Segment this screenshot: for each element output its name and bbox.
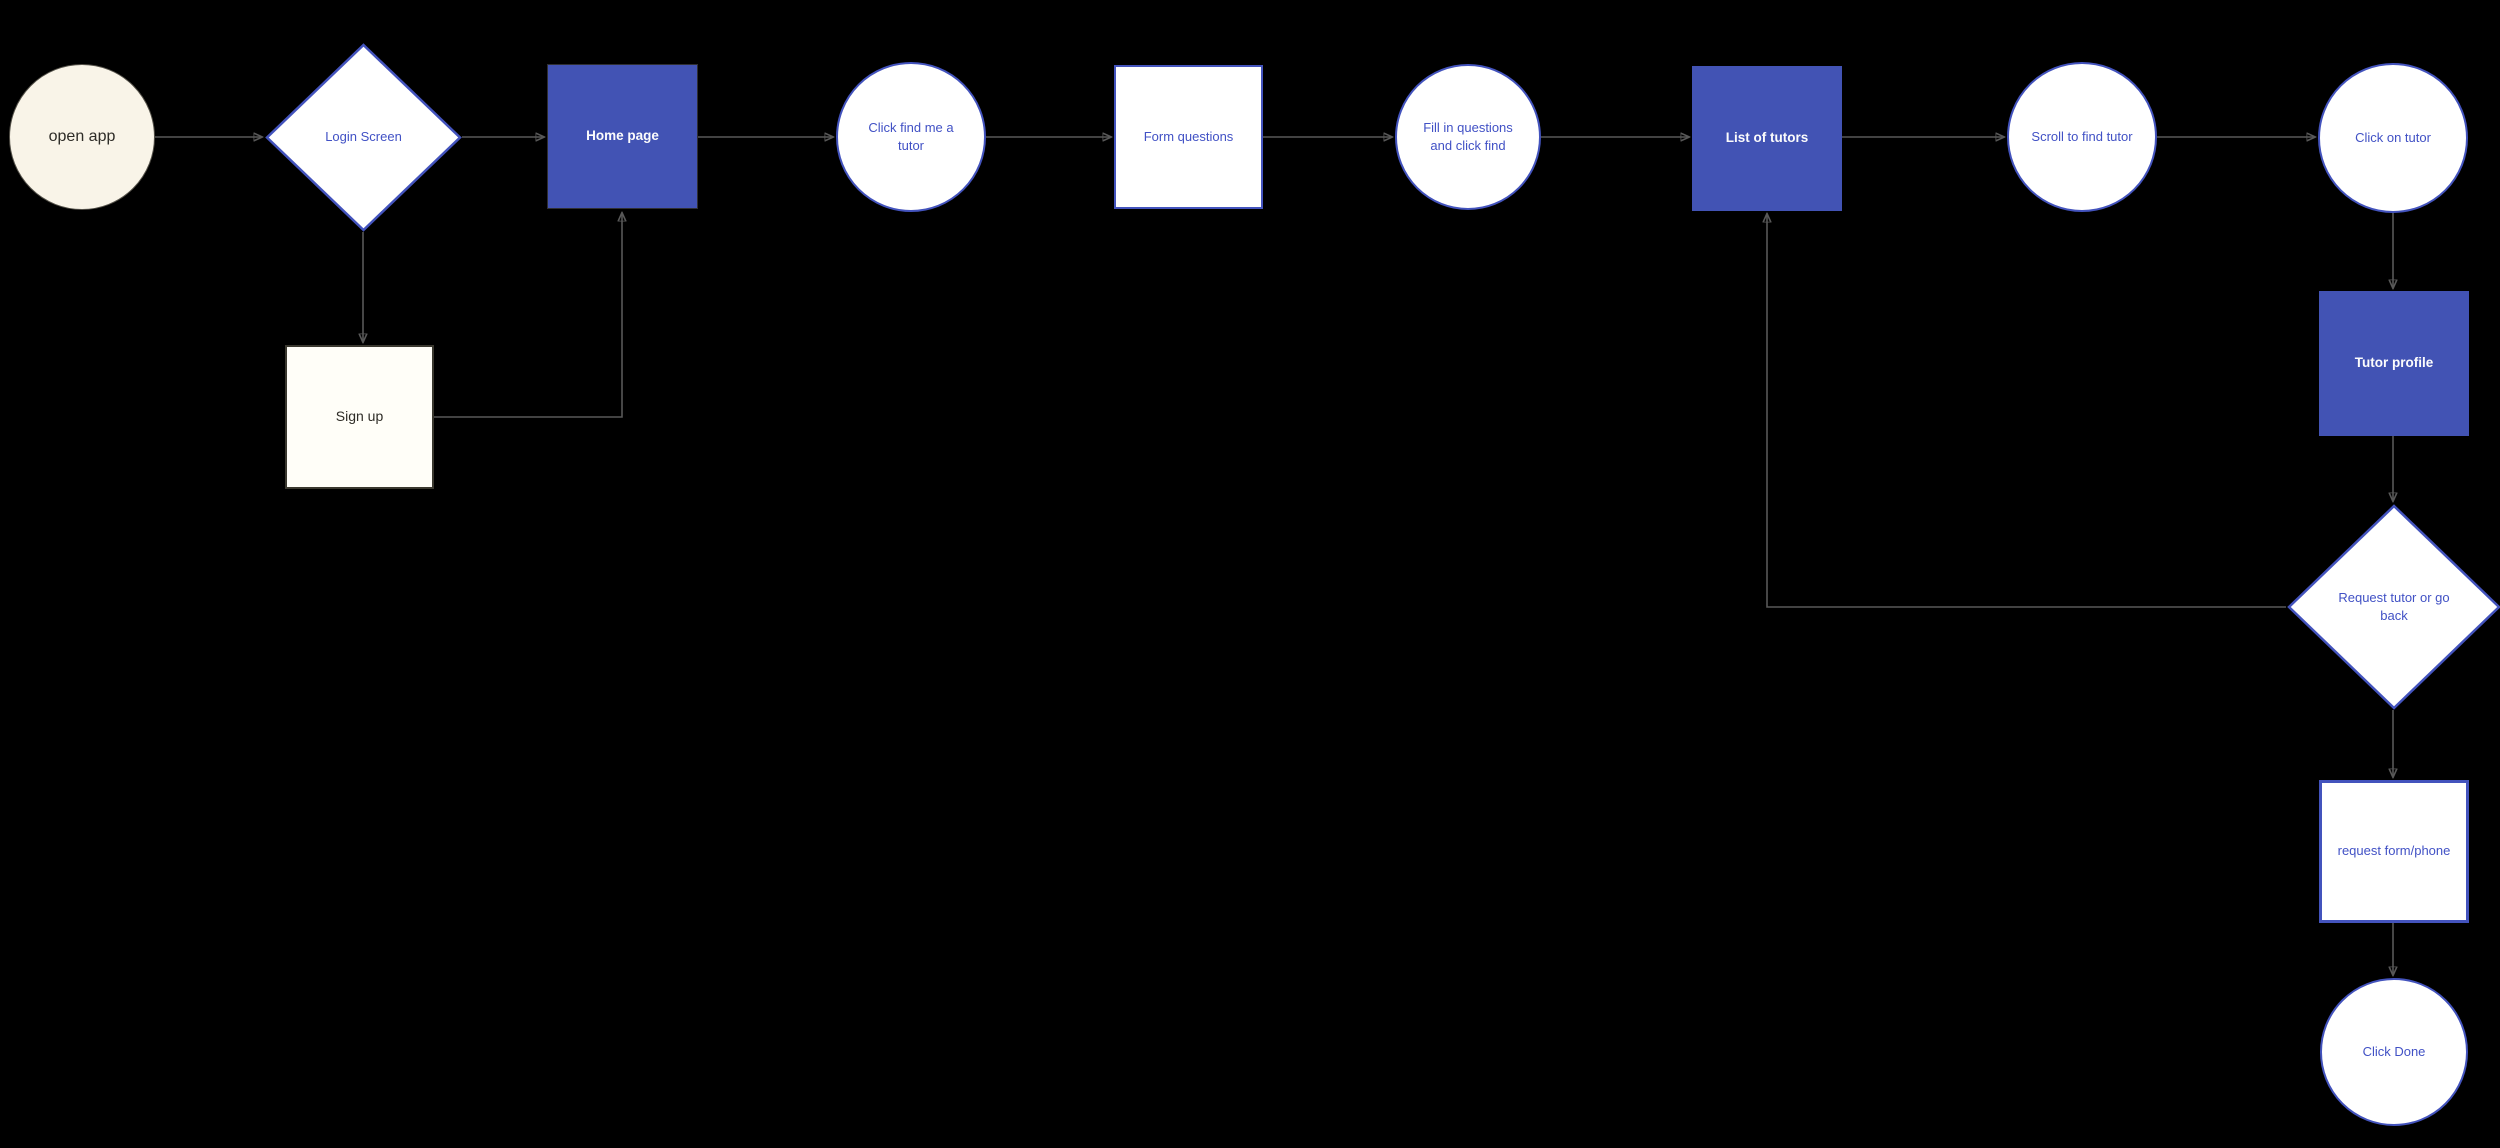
node-click-done[interactable]: Click Done — [2320, 978, 2468, 1126]
node-fill-in-questions-label: Fill in questions and click find — [1423, 119, 1513, 153]
node-home-page-label: Home page — [586, 128, 659, 144]
node-form-questions-label: Form questions — [1143, 128, 1234, 144]
node-click-find-me-a-tutor[interactable]: Click find me a tutor — [836, 62, 986, 212]
node-tutor-profile-label: Tutor profile — [2354, 355, 2434, 371]
diamond-shape — [265, 43, 462, 232]
connector-sign-up-home-page — [434, 213, 622, 418]
node-sign-up-label: Sign up — [335, 408, 384, 425]
node-home-page[interactable]: Home page — [547, 64, 698, 209]
node-click-find-me-a-tutor-label: Click find me a tutor — [868, 119, 954, 153]
node-click-on-tutor[interactable]: Click on tutor — [2318, 63, 2468, 213]
node-sign-up[interactable]: Sign up — [285, 345, 434, 489]
node-fill-in-questions[interactable]: Fill in questions and click find — [1395, 64, 1541, 210]
node-list-of-tutors[interactable]: List of tutors — [1692, 66, 1842, 211]
node-scroll-to-find-tutor[interactable]: Scroll to find tutor — [2007, 62, 2157, 212]
node-request-form-phone-label: request form/phone — [2337, 843, 2451, 859]
connector-request-or-back-list-of-tutors — [1767, 214, 2286, 608]
node-tutor-profile[interactable]: Tutor profile — [2319, 291, 2469, 436]
node-login-screen[interactable]: Login Screen — [265, 43, 462, 232]
node-form-questions[interactable]: Form questions — [1114, 65, 1263, 209]
node-scroll-to-find-tutor-label: Scroll to find tutor — [2031, 128, 2133, 144]
diamond-shape — [2287, 504, 2500, 710]
node-request-tutor-or-go-back-label: Request tutor or go back — [2338, 589, 2450, 623]
node-request-form-phone[interactable]: request form/phone — [2319, 780, 2469, 923]
node-open-app[interactable]: open app — [9, 64, 155, 210]
node-request-tutor-or-go-back[interactable]: Request tutor or go back — [2287, 504, 2500, 710]
node-list-of-tutors-label: List of tutors — [1725, 130, 1809, 146]
node-click-on-tutor-label: Click on tutor — [2355, 129, 2431, 145]
node-login-screen-label: Login Screen — [325, 129, 402, 145]
node-click-done-label: Click Done — [2362, 1043, 2426, 1059]
node-open-app-label: open app — [48, 127, 116, 145]
